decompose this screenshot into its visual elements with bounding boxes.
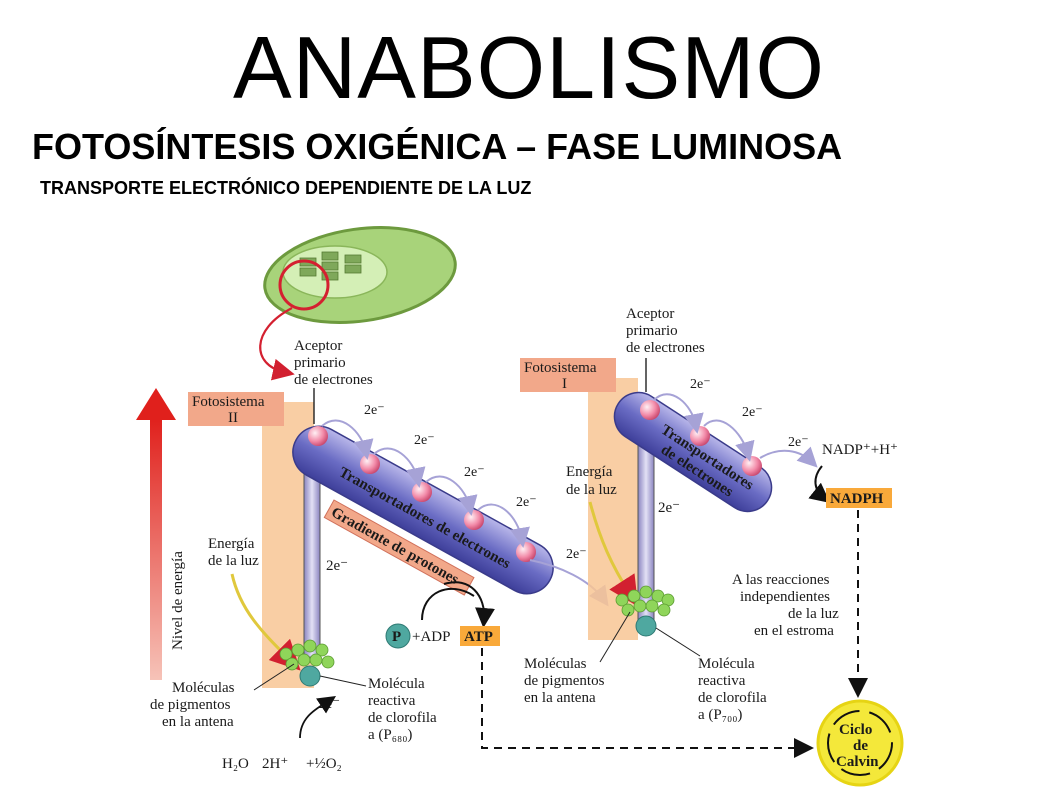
chain1-step-5: 2e⁻ [566, 547, 587, 562]
water-2h: 2H⁺ [262, 756, 288, 772]
phosphate-label: P [392, 629, 401, 645]
ps2-reactive-4: a (P₆₈₀) [368, 727, 412, 743]
calvin-label-3: Calvin [836, 754, 879, 770]
ps2-light-2: de la luz [208, 553, 259, 569]
ps1-reactive-4: a (P₇₀₀) [698, 707, 742, 723]
chain2-step-3: 2e⁻ [788, 435, 809, 450]
dark-reactions-4: en el estroma [754, 623, 834, 639]
ps2-label-line2: II [228, 410, 238, 426]
ps2-reactive-3: de clorofila [368, 710, 437, 726]
nadp-label: NADP⁺+H⁺ [822, 442, 898, 458]
ps1-acceptor-2: primario [626, 323, 678, 339]
ps1-light-2: de la luz [566, 482, 617, 498]
water-h2o: H₂O [222, 756, 249, 772]
ps2-pigments-1: Moléculas [172, 680, 235, 696]
ps1-pigments-2: de pigmentos [524, 673, 605, 689]
ps2-2e: 2e⁻ [326, 558, 348, 574]
ps1-2e: 2e⁻ [658, 500, 680, 516]
page-subsubtitle: TRANSPORTE ELECTRÓNICO DEPENDIENTE DE LA… [40, 178, 532, 198]
ps1-reactive-3: de clorofila [698, 690, 767, 706]
ps2-light-1: Energía [208, 536, 255, 552]
ps1-reactive-2: reactiva [698, 673, 746, 689]
calvin-label-2: de [853, 738, 868, 754]
atp-label: ATP [464, 629, 493, 645]
ps2-acceptor-2: primario [294, 355, 346, 371]
water-o2: +½O₂ [306, 756, 342, 772]
chain1-step-2: 2e⁻ [414, 433, 435, 448]
chain2-step-1: 2e⁻ [690, 377, 711, 392]
ps2-reactive-1: Molécula [368, 676, 425, 692]
nadph-label: NADPH [830, 491, 884, 507]
calvin-label-1: Ciclo [839, 722, 872, 738]
ps2-pigments-2: de pigmentos [150, 697, 231, 713]
chain2-step-2: 2e⁻ [742, 405, 763, 420]
ps2-water-2e: 2e⁻ [318, 696, 340, 712]
ps1-label-line2: I [562, 376, 567, 392]
dark-reactions-3: de la luz [788, 606, 839, 622]
ps1-reactive-1: Molécula [698, 656, 755, 672]
energy-axis: Nivel de energía [136, 388, 186, 680]
ps1-label-line1: Fotosistema [524, 360, 597, 376]
adp-label: +ADP [412, 629, 450, 645]
atp-synthesis: P +ADP ATP [385, 581, 814, 758]
photosystem-i: Fotosistema I Aceptor primario de electr… [520, 306, 767, 723]
dark-reactions-2: independientes [740, 589, 830, 605]
chain1-step-3: 2e⁻ [464, 465, 485, 480]
dark-reactions-1: A las reacciones [732, 572, 830, 588]
ps2-label-line1: Fotosistema [192, 394, 265, 410]
nadph-formation: NADP⁺+H⁺ NADPH A las reacciones independ… [732, 442, 898, 698]
ps1-acceptor-1: Aceptor [626, 306, 674, 322]
ps2-acceptor-1: Aceptor [294, 338, 342, 354]
ps1-light-1: Energía [566, 464, 613, 480]
chloroplast-illustration [259, 226, 457, 381]
page-subtitle: FOTOSÍNTESIS OXIGÉNICA – FASE LUMINOSA [32, 126, 843, 167]
photosystem-ii: Fotosistema II Aceptor primario de elect… [150, 338, 437, 772]
chain1-step-1: 2e⁻ [364, 403, 385, 418]
ps1-pigments-1: Moléculas [524, 656, 587, 672]
energy-axis-label: Nivel de energía [170, 551, 186, 650]
ps1-acceptor-3: de electrones [626, 340, 705, 356]
calvin-cycle: Ciclo de Calvin [816, 699, 904, 787]
ps2-pigments-3: en la antena [162, 714, 234, 730]
ps1-pigments-3: en la antena [524, 690, 596, 706]
chain1-step-4: 2e⁻ [516, 495, 537, 510]
ps2-acceptor-3: de electrones [294, 372, 373, 388]
page-title: ANABOLISMO [233, 18, 825, 117]
ps2-reactive-2: reactiva [368, 693, 416, 709]
